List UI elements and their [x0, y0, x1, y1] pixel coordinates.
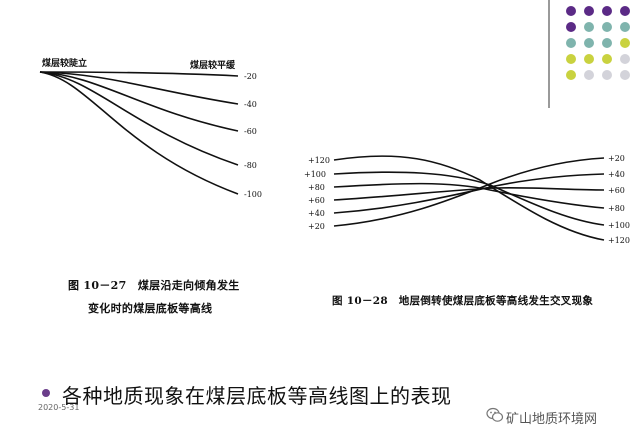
dot [602, 54, 612, 64]
fig27-label-steep: 煤层较陡立 [42, 57, 87, 69]
fig27-label-gentle: 煤层较平缓 [190, 59, 236, 71]
right-contour-label: +100 [608, 221, 630, 230]
contour-line [39, 71, 239, 166]
dot [566, 6, 576, 16]
fig27-caption-line1: 图 10－27 煤层沿走向倾角发生 [68, 279, 240, 292]
contour-line [333, 157, 605, 227]
contour-line [333, 173, 605, 214]
right-contour-label: +20 [608, 154, 625, 163]
decorative-dot-grid [566, 6, 640, 92]
decorative-divider [548, 0, 550, 108]
contour-line [333, 171, 605, 226]
dot [584, 70, 594, 80]
dot [584, 38, 594, 48]
contour-line [39, 71, 239, 132]
dot [584, 54, 594, 64]
dot [620, 22, 630, 32]
contour-line [39, 71, 239, 77]
dot [602, 70, 612, 80]
dot [602, 38, 612, 48]
dot [620, 70, 630, 80]
watermark-label: 矿山地质环境网 [506, 412, 598, 427]
contour-label: -80 [244, 161, 257, 170]
dot [584, 22, 594, 32]
right-contour-label: +120 [608, 236, 630, 245]
slide-headline: 各种地质现象在煤层底板等高线图上的表现 [62, 384, 452, 408]
dot [602, 6, 612, 16]
dot [566, 70, 576, 80]
contour-line [39, 71, 239, 195]
left-contour-label: +100 [304, 170, 326, 179]
left-contour-label: +60 [308, 196, 325, 205]
contour-label: -20 [244, 72, 257, 81]
watermark-text: 矿山地质环境网 [484, 408, 597, 427]
left-contour-label: +120 [308, 156, 330, 165]
contour-line [333, 182, 605, 209]
contour-line [333, 187, 605, 201]
right-contour-label: +40 [608, 170, 625, 179]
dot [566, 22, 576, 32]
dot [566, 54, 576, 64]
left-contour-label: +80 [308, 183, 325, 192]
bullet-icon [42, 389, 50, 397]
contour-line [39, 71, 239, 105]
contour-label: -40 [244, 100, 257, 109]
figure-10-27: 煤层较陡立 煤层较平缓 -20 -40 -60 -80 -100 [39, 57, 262, 199]
contour-label: -100 [244, 190, 262, 199]
contour-label: -60 [244, 127, 257, 136]
dot [620, 38, 630, 48]
wechat-icon [486, 407, 504, 422]
fig28-caption: 图 10－28 地层倒转使煤层底板等高线发生交叉现象 [332, 295, 594, 307]
slide-date: 2020-5-31 [38, 403, 80, 412]
dot [620, 6, 630, 16]
left-contour-label: +20 [308, 222, 325, 231]
dot [584, 6, 594, 16]
contour-line [333, 155, 605, 241]
right-contour-label: +80 [608, 204, 625, 213]
dot [620, 54, 630, 64]
dot [566, 38, 576, 48]
dot [602, 22, 612, 32]
fig27-caption-line2: 变化时的煤层底板等高线 [88, 302, 213, 315]
right-contour-label: +60 [608, 186, 625, 195]
figure-10-28: +120 +100 +80 +60 +40 +20 +20 +40 +60 +8… [304, 154, 630, 245]
left-contour-label: +40 [308, 209, 325, 218]
